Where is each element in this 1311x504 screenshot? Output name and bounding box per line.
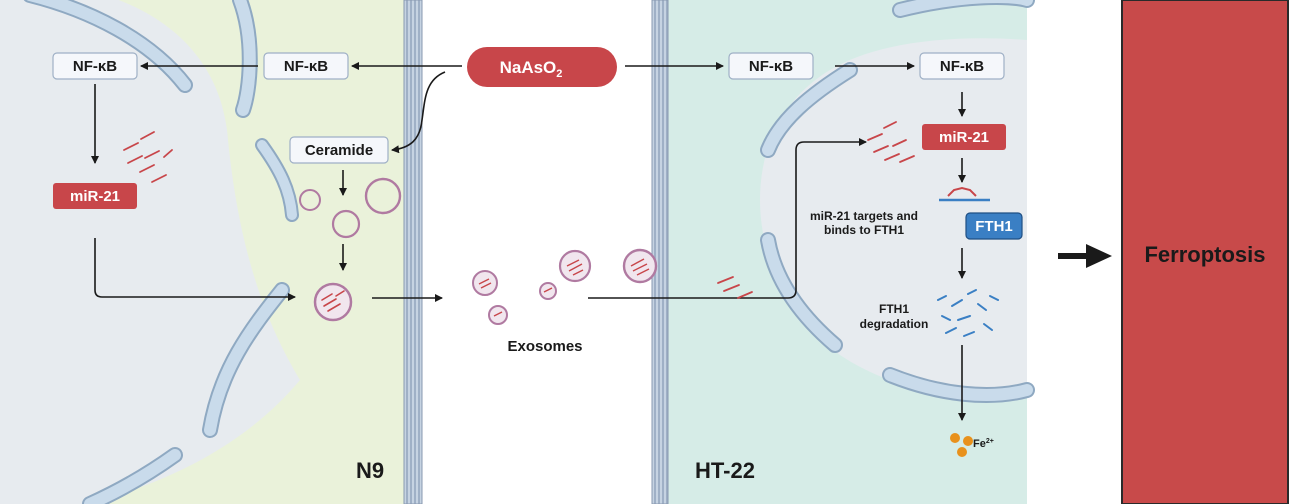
ht22-er-membranes [760, 0, 1035, 403]
naaso2-pill: NaAsO2 [467, 47, 617, 87]
ht22-cell-label: HT-22 [695, 458, 755, 483]
n9-plasma-membrane [404, 0, 422, 504]
nf-kb-box-3: NF-κB [728, 52, 814, 80]
nf-kb-box-2: NF-κB [263, 52, 349, 80]
pathway-arrows [91, 62, 966, 421]
ferroptosis-label: Ferroptosis [1144, 242, 1265, 267]
nf-kb-box-1: NF-κB [52, 52, 138, 80]
fe-label: Fe [973, 438, 986, 450]
mirna-cluster-entering [717, 276, 753, 299]
svg-text:Fe2+: Fe2+ [973, 438, 994, 450]
targets-text-1: miR-21 targets and [810, 209, 918, 223]
mir21-label-n9: miR-21 [70, 188, 120, 205]
ferroptosis-arrow [1058, 244, 1112, 268]
ceramide-box: Ceramide [289, 136, 389, 164]
mir21-box-ht22: miR-21 [922, 124, 1006, 150]
nf-kb-label-3: NF-κB [749, 58, 793, 75]
svg-text:NaAsO2: NaAsO2 [500, 58, 563, 80]
fth1-box: FTH1 [965, 212, 1023, 240]
mir21-label-ht22: miR-21 [939, 129, 989, 146]
fth1-degradation-text-1: FTH1 [879, 302, 909, 316]
ht22-plasma-membrane [652, 0, 668, 504]
fth1-degradation-text-2: degradation [860, 317, 929, 331]
mir21-box-n9: miR-21 [53, 183, 137, 209]
exosomes [472, 248, 658, 325]
n9-er-membranes [23, 0, 299, 504]
nf-kb-label-4: NF-κB [940, 58, 984, 75]
ceramide-label: Ceramide [305, 142, 373, 159]
nf-kb-box-4: NF-κB [919, 52, 1005, 80]
iron-ions: Fe2+ [950, 433, 994, 457]
nf-kb-label-1: NF-κB [73, 58, 117, 75]
nf-kb-label-2: NF-κB [284, 58, 328, 75]
mirna-cluster-n9 [123, 131, 173, 183]
mvb-with-mirna [313, 282, 353, 322]
n9-cell-label: N9 [356, 458, 384, 483]
ferroptosis-box: Ferroptosis [1121, 0, 1289, 504]
fth1-label: FTH1 [975, 218, 1013, 235]
vesicles-n9 [299, 177, 402, 239]
targets-text-2: binds to FTH1 [824, 223, 904, 237]
fth1-fragments [937, 289, 999, 337]
exosomes-label: Exosomes [507, 338, 582, 355]
mirna-cluster-ht22 [867, 121, 915, 163]
mirna-binding-mrna [939, 186, 990, 202]
